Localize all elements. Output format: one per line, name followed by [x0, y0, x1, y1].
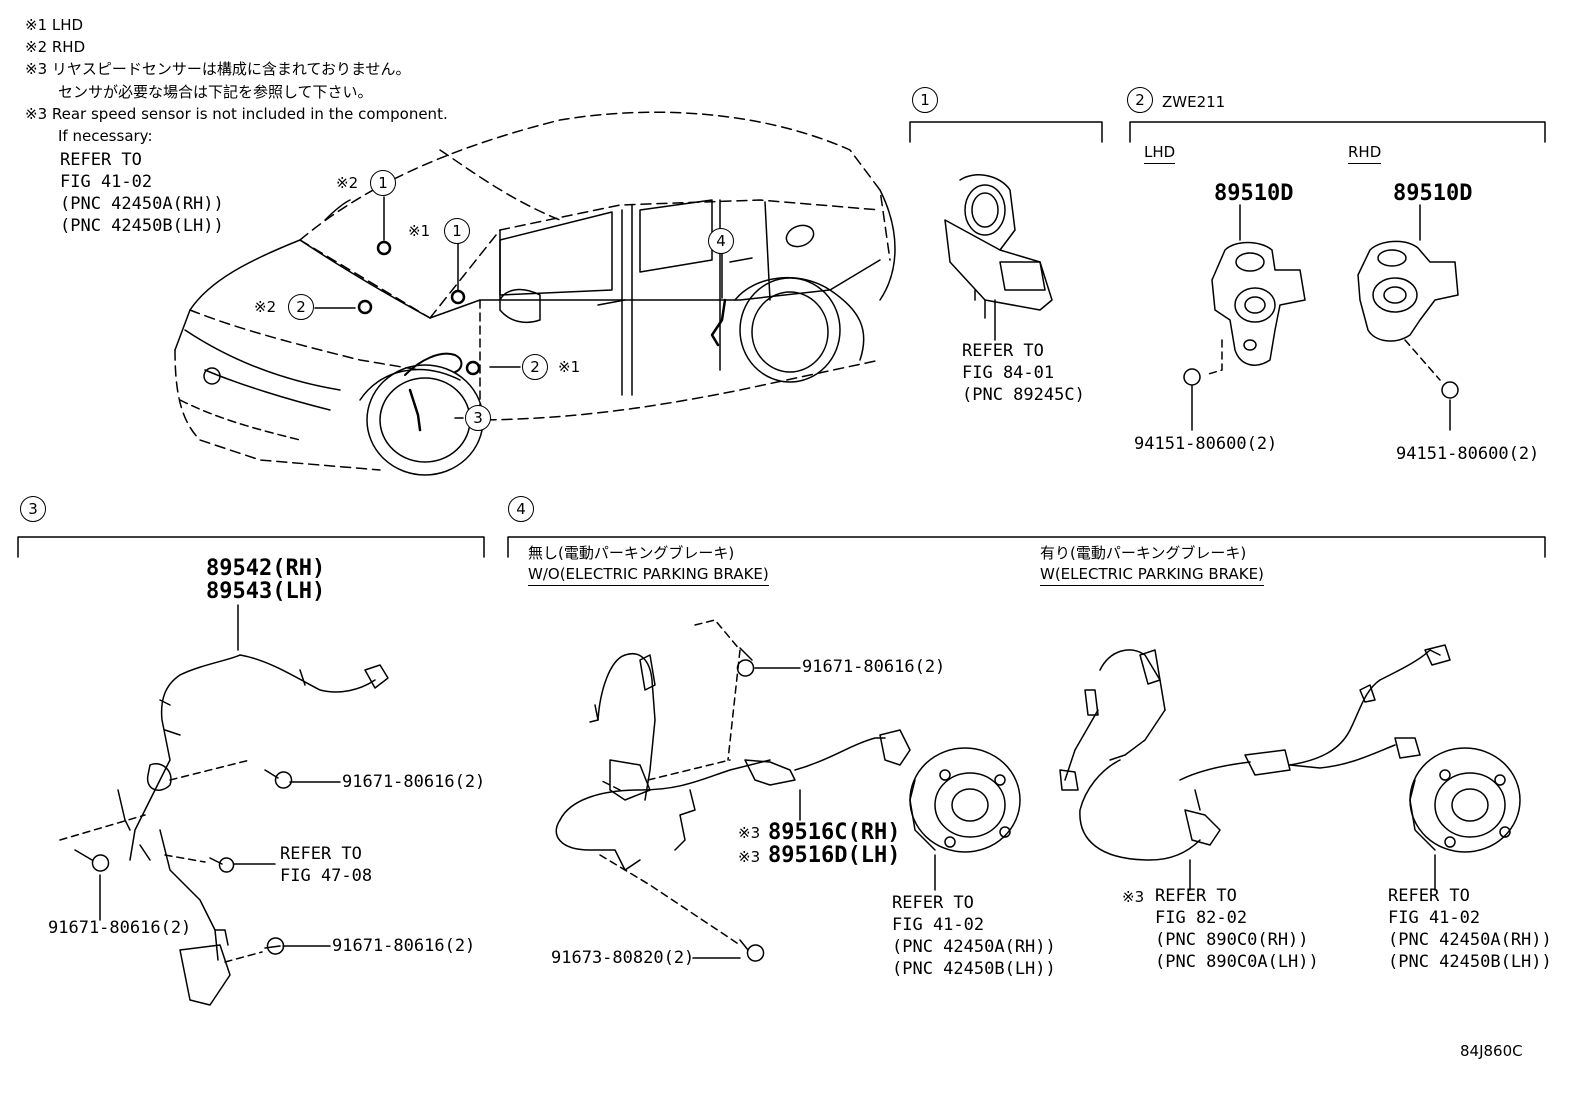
yaw-rate-sensor-drawing [944, 174, 1053, 341]
section-3-ref-1: REFER TO [280, 844, 362, 864]
note-ref-3: (PNC 42450A(RH)) [60, 194, 224, 214]
section-3-bolt-a: 91671-80616(2) [342, 772, 486, 792]
pedal-sensor-lhd-drawing [1183, 204, 1306, 431]
section-4-w-jp: 有り(電動パーキングブレーキ) [1040, 544, 1247, 562]
section-2-lhd-label: LHD [1144, 145, 1176, 164]
pedal-sensor-rhd-drawing [1357, 204, 1459, 431]
section-3-bolt-b: 91671-80616(2) [48, 918, 192, 938]
section-3-part-rh: 89542(RH) [206, 556, 326, 581]
front-speed-sensor-harness-drawing [59, 604, 389, 1006]
section-2-bolt-rhd: 94151-80600(2) [1396, 444, 1540, 464]
section-1-number: 1 [912, 87, 938, 113]
bracket-section4 [507, 536, 1546, 558]
note-3-jp-a: ※3 リヤスピードセンサーは構成に含まれておりません。 [25, 60, 411, 78]
section-2-part-lhd: 89510D [1214, 181, 1294, 206]
rear-sensor-w-epb-drawing [1059, 644, 1521, 891]
section-4-refA-4: (PNC 42450B(LH)) [892, 959, 1056, 979]
note-ref-4: (PNC 42450B(LH)) [60, 216, 224, 236]
note-ref-2: FIG 41-02 [60, 172, 153, 192]
note-ref-1: REFER TO [60, 150, 142, 170]
car-mark-lhd-b: ※1 [558, 358, 581, 376]
section-4-refA-1: REFER TO [892, 893, 974, 913]
section-4-part-lh: 89516D(LH) [768, 843, 901, 868]
note-rhd: ※2 RHD [25, 38, 86, 56]
car-callout-4: 4 [708, 228, 734, 254]
car-mark-lhd-a: ※1 [408, 222, 431, 240]
car-mark-rhd-b: ※2 [254, 298, 277, 316]
section-4-refA-2: FIG 41-02 [892, 915, 985, 935]
section-4-mark-3b: ※3 [738, 848, 761, 866]
section-4-refC-4: (PNC 42450B(LH)) [1388, 952, 1552, 972]
section-2-rhd-label: RHD [1348, 145, 1382, 164]
section-4-refC-1: REFER TO [1388, 886, 1470, 906]
section-4-refC-3: (PNC 42450A(RH)) [1388, 930, 1552, 950]
section-4-bolt-bottom: 91673-80820(2) [551, 948, 695, 968]
car-callout-2b: 2 [522, 354, 548, 380]
note-3-jp-b: センサが必要な場合は下記を参照して下さい。 [58, 83, 373, 101]
section-4-bolt-top: 91671-80616(2) [802, 657, 946, 677]
section-1-ref-1: REFER TO [962, 341, 1044, 361]
bracket-section3 [17, 536, 485, 558]
bracket-section2 [1129, 121, 1546, 143]
section-1-ref-2: FIG 84-01 [962, 363, 1055, 383]
section-3-number: 3 [20, 496, 46, 522]
car-callout-3: 3 [465, 405, 491, 431]
car-callout-1b: 1 [444, 218, 470, 244]
bracket-section1 [909, 121, 1103, 143]
section-1-ref-3: (PNC 89245C) [962, 385, 1085, 405]
figure-code: 84J860C [1460, 1042, 1523, 1060]
section-4-refB-4: (PNC 890C0A(LH)) [1155, 952, 1319, 972]
section-4-part-rh: 89516C(RH) [768, 820, 901, 845]
section-2-part-rhd: 89510D [1393, 181, 1473, 206]
note-lhd: ※1 LHD [25, 16, 84, 34]
car-illustration [174, 111, 896, 476]
car-callout-1a: 1 [370, 170, 396, 196]
section-2-number: 2 [1127, 87, 1153, 113]
section-4-mark-3c: ※3 [1122, 888, 1145, 906]
section-3-ref-2: FIG 47-08 [280, 866, 373, 886]
section-4-refB-1: REFER TO [1155, 886, 1237, 906]
car-mark-rhd-a: ※2 [336, 174, 359, 192]
section-3-part-lh: 89543(LH) [206, 579, 326, 604]
section-4-refB-3: (PNC 890C0(RH)) [1155, 930, 1309, 950]
section-3-bolt-c: 91671-80616(2) [332, 936, 476, 956]
section-2-bolt-lhd: 94151-80600(2) [1134, 434, 1278, 454]
car-callout-2a: 2 [288, 294, 314, 320]
note-3-en: ※3 Rear speed sensor is not included in … [25, 105, 448, 123]
section-4-refC-2: FIG 41-02 [1388, 908, 1481, 928]
note-3-if: If necessary: [58, 127, 153, 145]
section-4-number: 4 [508, 496, 534, 522]
section-4-wo-en: W/O(ELECTRIC PARKING BRAKE) [528, 567, 769, 586]
section-4-mark-3a: ※3 [738, 824, 761, 842]
section-4-wo-jp: 無し(電動パーキングブレーキ) [528, 544, 735, 562]
section-4-refA-3: (PNC 42450A(RH)) [892, 937, 1056, 957]
section-4-w-en: W(ELECTRIC PARKING BRAKE) [1040, 567, 1264, 586]
section-4-refB-2: FIG 82-02 [1155, 908, 1248, 928]
rear-sensor-wo-epb-drawing [555, 619, 1021, 962]
section-2-model: ZWE211 [1162, 93, 1226, 111]
